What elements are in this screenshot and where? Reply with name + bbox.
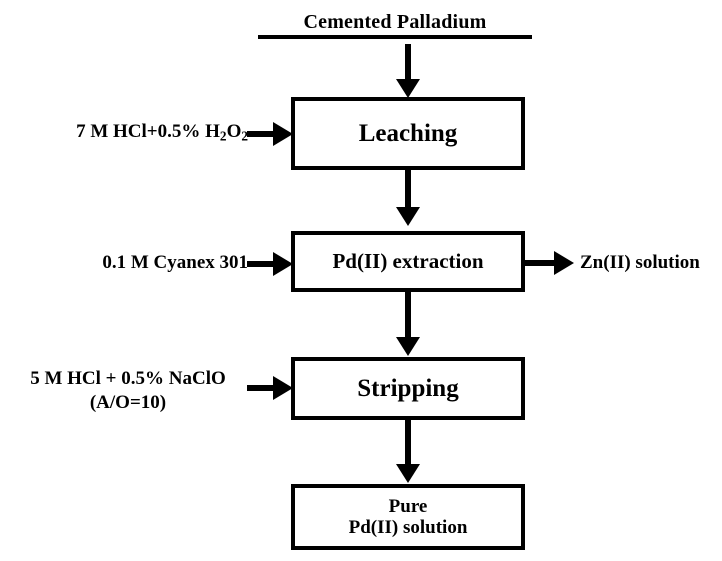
arrow-reagent-to-leaching	[247, 122, 293, 146]
process-box-leaching[interactable]: Leaching	[291, 97, 525, 170]
arrow-stem	[405, 170, 411, 210]
arrow-head-down-icon	[396, 207, 420, 226]
input-label-leaching-reagent: 7 M HCl+0.5% H2O2	[38, 120, 248, 144]
reagent-text-stripping-line2: (A/O=10)	[89, 391, 167, 413]
arrow-stem	[247, 385, 277, 391]
process-box-extraction[interactable]: Pd(II) extraction	[291, 231, 525, 292]
output-text-zinc-solution: Zn(II) solution	[580, 252, 700, 273]
arrow-head-right-icon	[273, 252, 293, 276]
process-box-leaching-label: Leaching	[358, 119, 458, 147]
process-box-stripping-label: Stripping	[357, 374, 459, 402]
arrow-head-down-icon	[396, 79, 420, 98]
page-title: Cemented Palladium	[303, 11, 487, 33]
arrow-stem	[524, 260, 558, 266]
input-label-extraction-reagent: 0.1 M Cyanex 301	[48, 251, 248, 275]
process-box-product[interactable]: Pure Pd(II) solution	[291, 484, 525, 550]
arrow-extraction-to-stripping	[388, 292, 428, 357]
arrow-reagent-to-stripping	[247, 376, 293, 400]
arrow-extraction-to-byproduct	[524, 251, 576, 275]
feed-material-title: Cemented Palladium	[258, 10, 532, 39]
process-box-extraction-label: Pd(II) extraction	[332, 248, 484, 273]
reagent-text-extraction: 0.1 M Cyanex 301	[102, 252, 248, 273]
process-box-stripping[interactable]: Stripping	[291, 357, 525, 420]
output-label-zinc-solution: Zn(II) solution	[580, 251, 720, 275]
arrow-leaching-to-extraction	[388, 170, 428, 226]
title-underline-rule	[258, 35, 532, 39]
arrow-head-down-icon	[396, 337, 420, 356]
arrow-reagent-to-extraction	[247, 252, 293, 276]
arrow-feed-to-leaching	[388, 44, 428, 98]
arrow-head-right-icon	[273, 376, 293, 400]
arrow-stem	[247, 131, 277, 137]
arrow-head-right-icon	[554, 251, 574, 275]
reagent-text-stripping-line1: 5 M HCl + 0.5% NaClO	[30, 368, 226, 389]
arrow-head-right-icon	[273, 122, 293, 146]
input-label-stripping-reagent: 5 M HCl + 0.5% NaClO (A/O=10)	[6, 367, 250, 415]
arrow-stem	[405, 292, 411, 340]
reagent-text-leaching: 7 M HCl+0.5% H2O2	[76, 121, 248, 144]
arrow-head-down-icon	[396, 464, 420, 483]
arrow-stem	[405, 44, 411, 80]
arrow-stem	[405, 420, 411, 467]
arrow-stem	[247, 261, 277, 267]
arrow-stripping-to-product	[388, 420, 428, 484]
process-box-product-label: Pure Pd(II) solution	[348, 495, 468, 538]
